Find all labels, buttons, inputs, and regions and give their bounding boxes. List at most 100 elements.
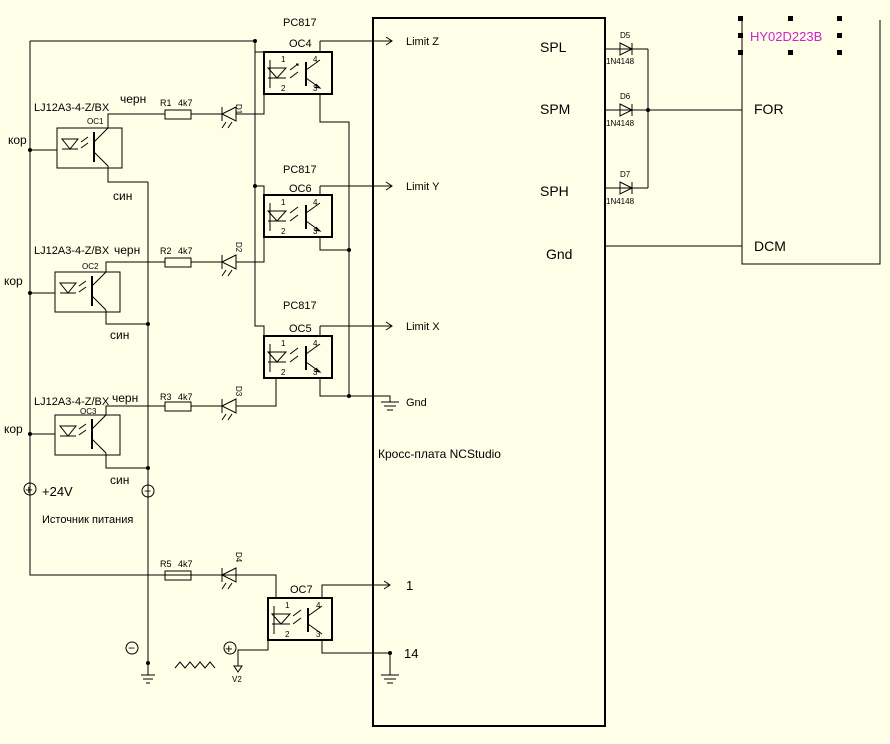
optocoupler-oc4: 1 2 4 3 PC817 OC4	[263, 17, 333, 95]
oc4-part: PC817	[283, 17, 317, 29]
oc4-ref: OC4	[289, 38, 312, 50]
oc3-part: LJ12A3-4-Z/BX	[34, 396, 110, 408]
vfd-name: HY02D223B	[750, 29, 822, 44]
oc2-part: LJ12A3-4-Z/BX	[34, 245, 110, 257]
oc2-brown: кор	[4, 274, 23, 288]
power-supply: + − +24V Источник питания	[23, 482, 155, 526]
led-d4: D4	[220, 552, 243, 590]
r1-value: 4k7	[178, 98, 193, 108]
vfd-box	[741, 20, 881, 265]
diode-d6-ref: D6	[620, 92, 631, 101]
diode-d7-ref: D7	[620, 170, 631, 179]
vfd-for-label: FOR	[754, 101, 784, 117]
diode-d6: D6 1N4148	[605, 92, 742, 128]
oc7-ref: OC7	[290, 584, 313, 596]
oc6-pin4: 4	[313, 198, 318, 207]
oc4-pin1: 1	[281, 55, 286, 64]
oc2-ref: OC2	[82, 262, 99, 271]
resistor-r5: R5 4k7	[160, 559, 193, 581]
oc1-ref: OC1	[87, 117, 104, 126]
oc5-ref: OC5	[289, 323, 312, 335]
oc4-pin3: 3	[313, 84, 318, 93]
r2-value: 4k7	[178, 246, 193, 256]
vfd-selection-handles	[738, 16, 842, 55]
oc3-black: черн	[112, 391, 138, 405]
sensor-oc1: LJ12A3-4-Z/BX OC1 черн кор син	[8, 92, 146, 203]
d2-ref: D2	[234, 242, 243, 253]
oc7-pin3: 3	[316, 630, 321, 639]
v2-minus: −	[128, 641, 135, 655]
spm-label: SPM	[540, 101, 570, 117]
oc7-pin4: 4	[316, 601, 321, 610]
diode-d5-part: 1N4148	[606, 57, 635, 66]
oc6-part: PC817	[283, 164, 317, 176]
oc1-part: LJ12A3-4-Z/BX	[34, 102, 110, 114]
resistor-r2: R2 4k7	[160, 246, 193, 268]
psu-minus: −	[144, 484, 151, 498]
gnd-right-label: Gnd	[546, 246, 572, 262]
oc7-pin2: 2	[285, 630, 290, 639]
oc7-pin1: 1	[285, 601, 290, 610]
oc3-brown: кор	[4, 422, 23, 436]
sensor-oc3: LJ12A3-4-Z/BX OC3 черн кор син	[4, 391, 138, 487]
r5-value: 4k7	[178, 559, 193, 569]
oc6-pin1: 1	[281, 198, 286, 207]
pin1-label: 1	[406, 578, 413, 593]
v2-source: − + V2	[125, 641, 243, 684]
oc6-pin3: 3	[313, 227, 318, 236]
oc5-part: PC817	[283, 300, 317, 312]
diode-d7-part: 1N4148	[606, 197, 635, 206]
sph-label: SPH	[540, 183, 569, 199]
diode-d5-ref: D5	[620, 31, 631, 40]
resistor-r3: R3 4k7	[160, 392, 193, 412]
oc4-pin2: 2	[281, 84, 286, 93]
resistor-r1: R1 4k7	[160, 98, 193, 120]
oc1-blue: син	[113, 189, 132, 203]
oc3-ref: OC3	[80, 407, 97, 416]
oc6-pin2: 2	[281, 227, 286, 236]
board-title: Кросс-плата NCStudio	[378, 447, 501, 461]
spl-label: SPL	[540, 39, 567, 55]
oc1-brown: кор	[8, 133, 27, 147]
optocoupler-oc5: 1 2 4 3 PC817 OC5	[263, 300, 333, 379]
oc6-ref: OC6	[289, 183, 312, 195]
v2-plus: +	[225, 641, 233, 656]
v2-label: V2	[232, 675, 242, 684]
psu-voltage: +24V	[42, 484, 73, 499]
d4-ref: D4	[234, 552, 243, 563]
limit-y-label: Limit Y	[406, 181, 440, 193]
vfd-dcm-label: DCM	[754, 238, 786, 254]
oc2-black: черн	[114, 243, 140, 257]
oc5-pin3: 3	[313, 368, 318, 377]
limit-x-label: Limit X	[406, 321, 440, 333]
diode-d5: D5 1N4148	[605, 31, 648, 66]
oc1-black: черн	[120, 92, 146, 106]
gnd-port-label: Gnd	[406, 397, 427, 409]
oc2-blue: син	[110, 328, 129, 342]
oc5-pin4: 4	[313, 339, 318, 348]
optocoupler-oc7: 1 2 4 3 OC7	[267, 584, 333, 641]
r1-ref: R1	[160, 98, 172, 108]
r3-value: 4k7	[178, 392, 193, 402]
optocoupler-oc6: 1 2 4 3 PC817 OC6	[263, 164, 333, 238]
psu-plus: +	[25, 482, 33, 497]
diode-d7: D7 1N4148	[605, 170, 648, 206]
led-d2: D2	[220, 242, 243, 277]
led-d1: D1	[220, 104, 243, 129]
diode-d6-part: 1N4148	[606, 119, 635, 128]
led-d3: D3	[220, 386, 243, 421]
ground-symbol	[381, 401, 399, 411]
r5-ref: R5	[160, 559, 172, 569]
psu-label: Источник питания	[42, 514, 133, 526]
r3-ref: R3	[160, 392, 172, 402]
r2-ref: R2	[160, 246, 172, 256]
oc4-pin4: 4	[313, 55, 318, 64]
oc5-pin1: 1	[281, 339, 286, 348]
pin14-label: 14	[404, 646, 418, 661]
d1-ref: D1	[234, 104, 243, 115]
oc5-pin2: 2	[281, 368, 286, 377]
oc3-blue: син	[110, 473, 129, 487]
limit-z-label: Limit Z	[406, 36, 439, 48]
v2-wave	[174, 661, 216, 669]
